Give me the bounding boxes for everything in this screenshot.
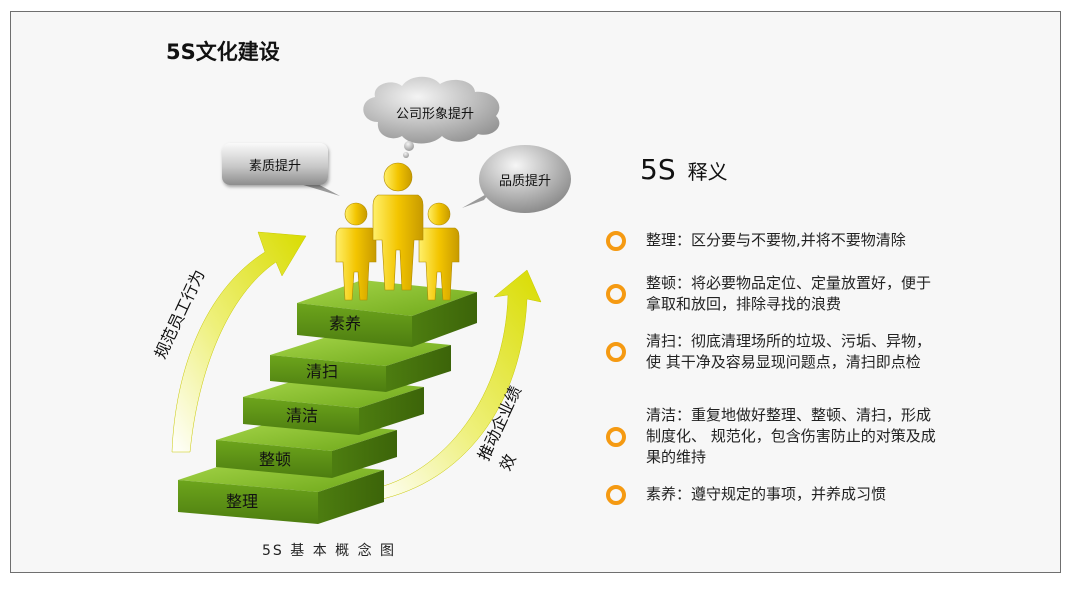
stair-label-5: 素养 bbox=[329, 314, 362, 333]
definition-item-4: 清洁：重复地做好整理、整顿、清扫，形成制度化、 规范化，包含伤害防止的对策及成果… bbox=[606, 405, 936, 468]
stair-label-4: 清扫 bbox=[306, 362, 339, 381]
stair-step-4 bbox=[270, 334, 451, 392]
bubble-company-image: 公司形象提升 bbox=[361, 85, 509, 140]
stair-label-3: 清洁 bbox=[286, 406, 319, 425]
person-right bbox=[418, 202, 460, 301]
orange-ring-bullet-icon bbox=[606, 342, 626, 362]
definition-heading-main: 5S bbox=[640, 153, 676, 186]
person-left bbox=[335, 202, 377, 301]
orange-ring-bullet-icon bbox=[606, 284, 626, 304]
bubble-quality-of-staff: 素质提升 bbox=[222, 143, 328, 185]
definition-text: 清洁：重复地做好整理、整顿、清扫，形成制度化、 规范化，包含伤害防止的对策及成果… bbox=[646, 406, 936, 466]
definition-item-5: 素养：遵守规定的事项，并养成习惯 bbox=[606, 484, 936, 505]
stair-label-1: 整理 bbox=[226, 492, 259, 511]
bubble-product-quality: 品质提升 bbox=[478, 145, 572, 213]
round-bubble-shape bbox=[462, 145, 571, 213]
bubble-left-label: 素质提升 bbox=[248, 158, 301, 174]
orange-ring-bullet-icon bbox=[606, 230, 626, 251]
rect-bubble-tail bbox=[300, 182, 340, 196]
orange-ring-bullet-icon bbox=[606, 426, 626, 447]
right-curved-arrow bbox=[367, 269, 542, 501]
definition-text: 素养：遵守规定的事项，并养成习惯 bbox=[646, 485, 887, 503]
orange-ring-bullet-icon bbox=[606, 484, 626, 505]
stair-label-2: 整顿 bbox=[259, 450, 292, 469]
page-title: 5S文化建设 bbox=[166, 40, 280, 64]
bubble-top-label: 公司形象提升 bbox=[395, 107, 474, 122]
definition-item-1: 整理：区分要与不要物,并将不要物清除 bbox=[606, 230, 936, 251]
definition-item-2: 整顿：将必要物品定位、定量放置好，便于拿取和放回，排除寻找的浪费 bbox=[606, 273, 936, 315]
definition-item-3: 清扫：彻底清理场所的垃圾、污垢、异物，使 其干净及容易显现问题点，清扫即点检 bbox=[606, 331, 936, 373]
definition-text: 清扫：彻底清理场所的垃圾、污垢、异物，使 其干净及容易显现问题点，清扫即点检 bbox=[646, 332, 932, 371]
diagram-caption: 5S 基 本 概 念 图 bbox=[262, 543, 397, 559]
definition-heading: 5S 释义 bbox=[640, 153, 728, 186]
definition-text: 整顿：将必要物品定位、定量放置好，便于拿取和放回，排除寻找的浪费 bbox=[646, 274, 932, 313]
definition-text: 整理：区分要与不要物,并将不要物清除 bbox=[646, 231, 906, 249]
definition-heading-sub: 释义 bbox=[687, 160, 728, 184]
left-curved-arrow bbox=[171, 231, 307, 453]
cloud-bubble-shape bbox=[363, 76, 500, 158]
person-center bbox=[372, 162, 424, 291]
bubble-right-label: 品质提升 bbox=[498, 173, 551, 189]
